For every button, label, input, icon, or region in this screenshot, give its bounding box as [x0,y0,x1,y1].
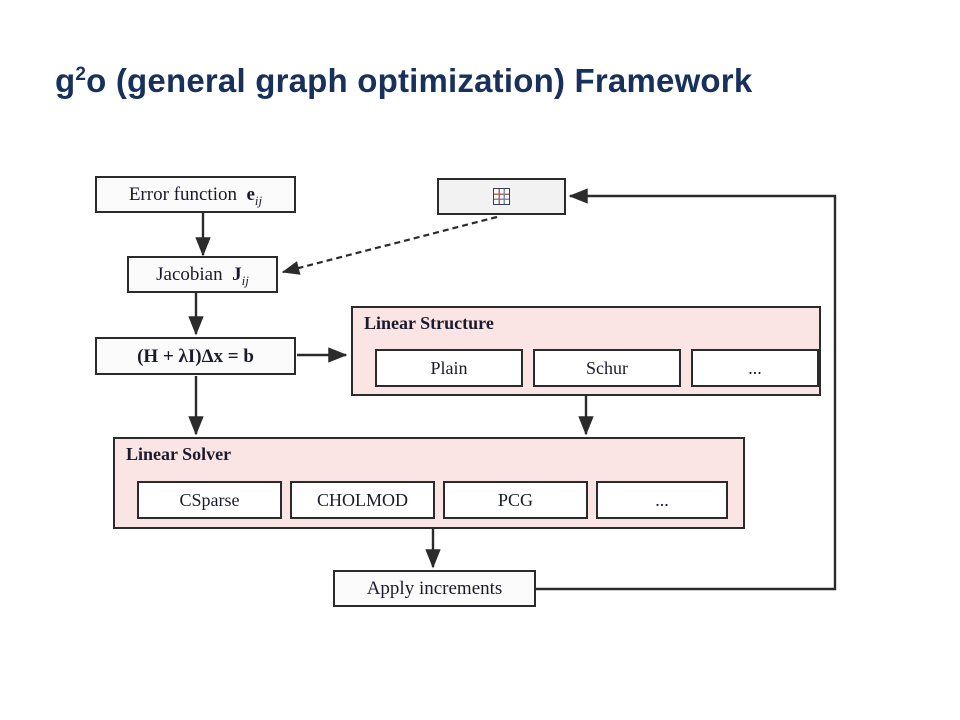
option-plain[interactable]: Plain [375,349,523,387]
node-linear-system-equation[interactable]: (H + λI)Δx = b [95,337,296,375]
option-schur[interactable]: Schur [533,349,681,387]
option-linear-structure-more-label: ... [748,357,762,378]
page-title-prefix: g [55,62,76,99]
node-jacobian[interactable]: Jacobian Jij [127,256,278,293]
jacobian-symbol: J [232,264,242,285]
page-title-rest: o (general graph optimization) Framework [86,62,753,99]
jacobian-symbol-subscript: ij [241,272,249,288]
option-linear-structure-more[interactable]: ... [691,349,819,387]
error-symbol: e [246,184,255,205]
option-pcg[interactable]: PCG [443,481,588,519]
group-linear-structure: Linear Structure Plain Schur ... [351,306,821,396]
option-csparse[interactable]: CSparse [137,481,282,519]
option-csparse-label: CSparse [179,489,240,510]
node-error-function[interactable]: Error function eij [95,176,296,213]
option-linear-solver-more[interactable]: ... [596,481,728,519]
option-linear-solver-more-label: ... [655,489,669,510]
group-linear-solver: Linear Solver CSparse CHOLMOD PCG ... [113,437,745,529]
edge-boxplus-to-jacobian-dashed [281,215,498,275]
option-schur-label: Schur [586,357,628,378]
page-title: g2o (general graph optimization) Framewo… [55,62,915,100]
option-plain-label: Plain [430,357,468,378]
option-cholmod[interactable]: CHOLMOD [290,481,435,519]
page-title-superscript: 2 [75,64,87,85]
group-linear-solver-title: Linear Solver [126,444,232,464]
node-error-function-label: Error function eij [128,184,263,208]
node-apply-increments-label: Apply increments [366,578,503,599]
error-symbol-subscript: ij [254,192,263,208]
node-jacobian-label: Jacobian Jij [156,264,249,288]
option-pcg-label: PCG [497,489,533,510]
node-equation-label: (H + λI)Δx = b [137,345,254,367]
grid-boxplus-icon [493,188,510,205]
node-apply-increments[interactable]: Apply increments [333,570,536,607]
group-linear-structure-title: Linear Structure [364,313,494,333]
option-cholmod-label: CHOLMOD [316,489,408,510]
node-boxplus-operator[interactable] [437,178,566,215]
